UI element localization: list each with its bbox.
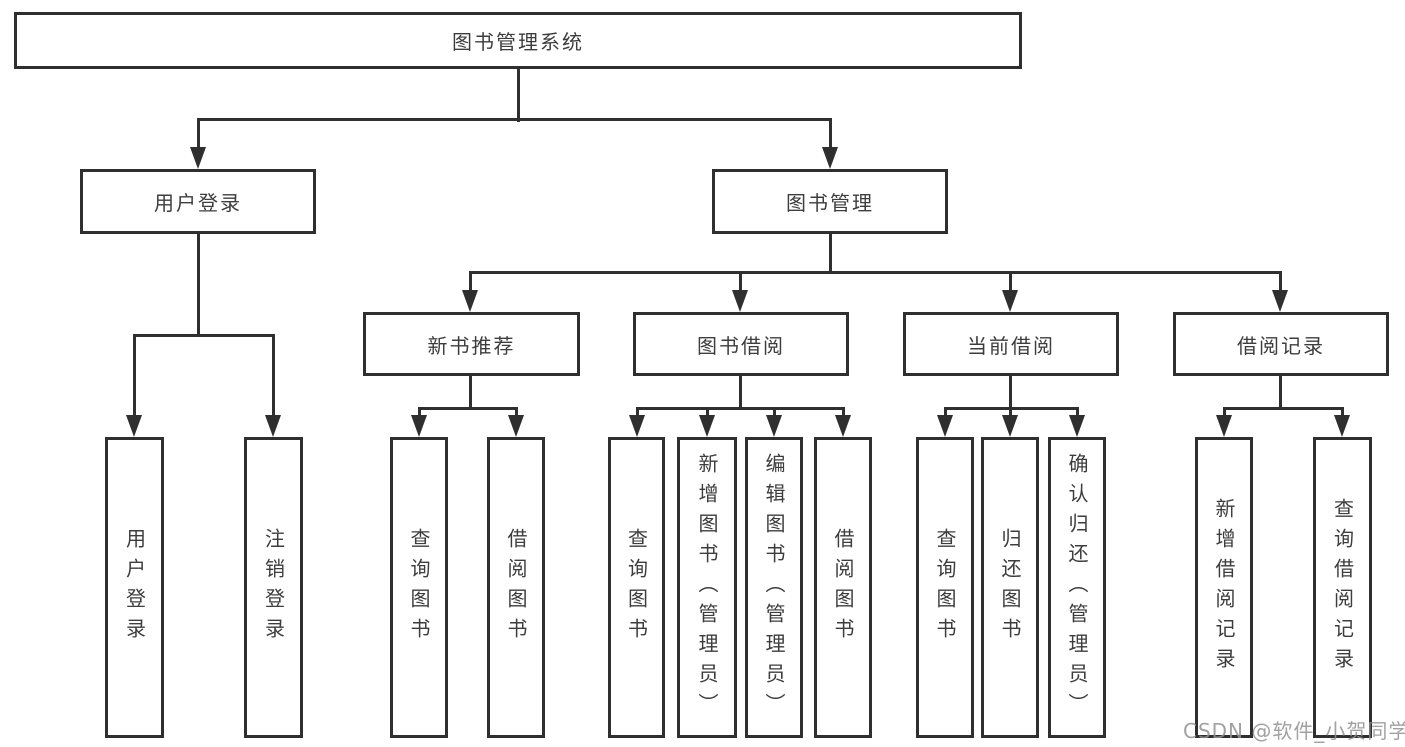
connector-line bbox=[517, 66, 520, 122]
arrowhead-icon bbox=[699, 415, 715, 437]
node-label: 新增图书（管理员） bbox=[695, 452, 719, 723]
node-label: 归还图书 bbox=[998, 527, 1022, 648]
arrowhead-icon bbox=[1216, 415, 1232, 437]
node-library-system: 图书管理系统 bbox=[14, 12, 1022, 69]
connector-line bbox=[133, 334, 136, 419]
connector-line bbox=[773, 407, 776, 420]
arrowhead-icon bbox=[462, 290, 478, 312]
connector-line bbox=[829, 118, 832, 152]
leaf-borrow-books: 借阅图书 bbox=[814, 437, 872, 738]
arrowhead-icon bbox=[508, 415, 524, 437]
connector-line bbox=[706, 407, 709, 420]
node-label: 借阅图书 bbox=[831, 527, 855, 648]
node-label: 当前借阅 bbox=[967, 333, 1055, 358]
leaf-query-books: 查询图书 bbox=[916, 437, 974, 738]
leaf-user-login: 用户登录 bbox=[105, 437, 164, 738]
node-label: 用户登录 bbox=[154, 191, 242, 215]
node-label: 图书借阅 bbox=[697, 333, 785, 358]
arrowhead-icon bbox=[1069, 415, 1085, 437]
connector-line bbox=[469, 374, 472, 410]
leaf-query-borrow-record: 查询借阅记录 bbox=[1313, 437, 1372, 738]
connector-line bbox=[1279, 271, 1282, 295]
connector-line bbox=[197, 118, 200, 152]
node-label: 新增借阅记录 bbox=[1212, 497, 1236, 678]
node-book-management: 图书管理 bbox=[712, 169, 948, 234]
arrowhead-icon bbox=[126, 415, 142, 437]
connector-line bbox=[944, 407, 947, 420]
connector-line bbox=[418, 407, 421, 420]
node-label: 查询图书 bbox=[407, 527, 431, 648]
node-label: 图书管理系统 bbox=[452, 30, 584, 54]
leaf-query-books: 查询图书 bbox=[390, 437, 448, 738]
arrowhead-icon bbox=[732, 290, 748, 312]
leaf-query-books: 查询图书 bbox=[608, 437, 665, 738]
node-label: 查询借阅记录 bbox=[1330, 497, 1355, 678]
connector-line bbox=[197, 232, 200, 337]
arrowhead-icon bbox=[1002, 415, 1018, 437]
node-label: 图书管理 bbox=[786, 191, 874, 215]
connector-line bbox=[636, 407, 639, 420]
arrowhead-icon bbox=[1334, 415, 1350, 437]
node-borrowing-records: 借阅记录 bbox=[1173, 312, 1389, 376]
watermark: CSDN @软件_小贺同学 bbox=[1183, 719, 1405, 743]
arrowhead-icon bbox=[190, 147, 206, 169]
node-label: 确认归还（管理员） bbox=[1065, 452, 1089, 723]
connector-line bbox=[636, 407, 845, 410]
arrowhead-icon bbox=[937, 415, 953, 437]
arrowhead-icon bbox=[629, 415, 645, 437]
connector-line bbox=[515, 407, 518, 420]
connector-line bbox=[133, 334, 275, 337]
leaf-logout: 注销登录 bbox=[244, 437, 303, 738]
connector-line bbox=[1223, 407, 1344, 410]
arrowhead-icon bbox=[766, 415, 782, 437]
connector-line bbox=[1223, 407, 1226, 420]
leaf-add-borrow-record: 新增借阅记录 bbox=[1195, 437, 1253, 738]
node-label: 注销登录 bbox=[261, 527, 286, 648]
node-label: 查询图书 bbox=[624, 527, 649, 648]
node-label: 查询图书 bbox=[933, 527, 957, 648]
connector-line bbox=[1279, 374, 1282, 410]
leaf-confirm-return-admin: 确认归还（管理员） bbox=[1048, 437, 1106, 738]
arrowhead-icon bbox=[822, 147, 838, 169]
node-label: 编辑图书（管理员） bbox=[762, 452, 786, 723]
arrowhead-icon bbox=[835, 415, 851, 437]
arrowhead-icon bbox=[1272, 290, 1288, 312]
leaf-borrow-books: 借阅图书 bbox=[487, 437, 545, 738]
leaf-return-books: 归还图书 bbox=[981, 437, 1039, 738]
connector-line bbox=[418, 407, 518, 410]
connector-line bbox=[944, 407, 1079, 410]
connector-line bbox=[829, 232, 832, 274]
connector-line bbox=[1341, 407, 1344, 420]
node-label: 用户登录 bbox=[122, 527, 147, 648]
connector-line bbox=[1009, 374, 1012, 410]
node-new-book-recommend: 新书推荐 bbox=[363, 312, 580, 376]
node-current-borrowing: 当前借阅 bbox=[903, 312, 1119, 376]
connector-line bbox=[1076, 407, 1079, 420]
arrowhead-icon bbox=[1002, 290, 1018, 312]
leaf-edit-books-admin: 编辑图书（管理员） bbox=[745, 437, 803, 738]
connector-line bbox=[1009, 271, 1012, 295]
connector-line bbox=[842, 407, 845, 420]
node-user-login: 用户登录 bbox=[80, 169, 316, 234]
node-label: 新书推荐 bbox=[427, 333, 516, 358]
connector-line bbox=[272, 334, 275, 419]
arrowhead-icon bbox=[265, 415, 281, 437]
connector-line bbox=[469, 271, 1282, 274]
connector-line bbox=[1009, 407, 1012, 420]
leaf-add-books-admin: 新增图书（管理员） bbox=[677, 437, 737, 738]
node-label: 借阅记录 bbox=[1237, 333, 1325, 358]
node-book-borrowing: 图书借阅 bbox=[633, 312, 849, 376]
connector-line bbox=[197, 118, 832, 121]
connector-line bbox=[739, 271, 742, 295]
connector-line bbox=[739, 374, 742, 410]
node-label: 借阅图书 bbox=[504, 527, 528, 648]
connector-line bbox=[469, 271, 472, 295]
arrowhead-icon bbox=[411, 415, 427, 437]
